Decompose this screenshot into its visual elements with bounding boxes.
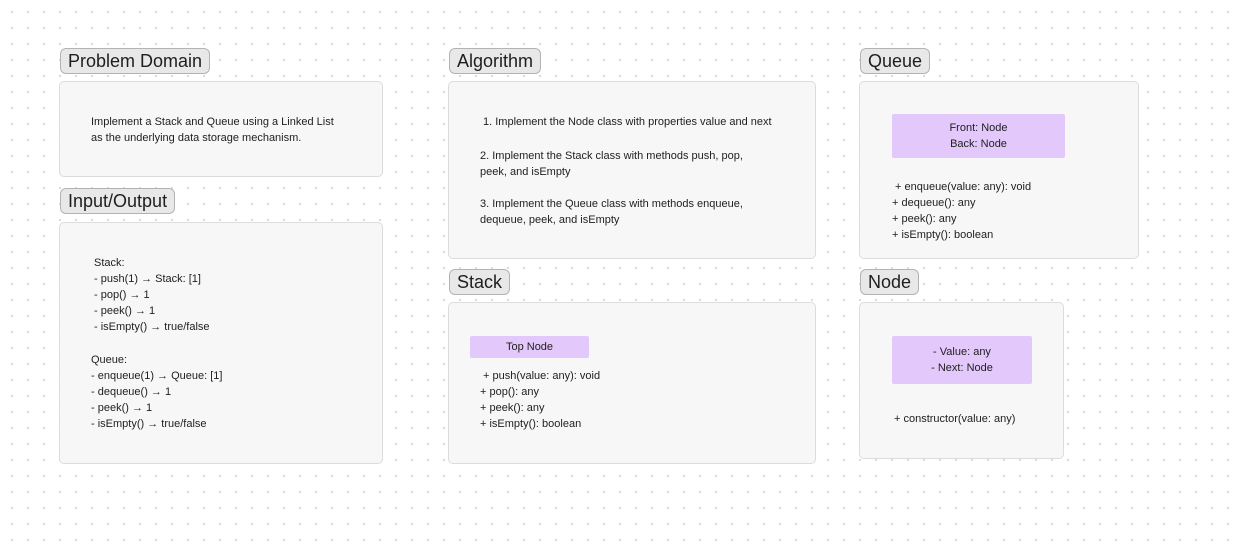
node-card: - Value: any - Next: Node + constructor(… <box>859 302 1064 459</box>
stack-top-node-field: Top Node <box>470 336 589 358</box>
problem-domain-line-2: as the underlying data storage mechanism… <box>91 132 302 144</box>
io-queue-line-5: - isEmpty() → true/false <box>91 418 207 430</box>
queue-method-peek: + peek(): any <box>892 213 957 225</box>
io-queue-line-2: - enqueue(1) → Queue: [1] <box>91 370 223 382</box>
io-stack-line-2: - push(1) → Stack: [1] <box>94 273 201 285</box>
queue-card: Front: Node Back: Node + enqueue(value: … <box>859 81 1139 259</box>
node-method-constructor: + constructor(value: any) <box>894 413 1016 425</box>
io-queue-line-3: - dequeue() → 1 <box>91 386 172 398</box>
io-queue-line-4: - peek() → 1 <box>91 402 153 414</box>
node-field-next: - Next: Node <box>931 362 993 374</box>
stack-method-peek: + peek(): any <box>480 402 545 414</box>
algorithm-step-1: 1. Implement the Node class with propert… <box>483 116 772 128</box>
stack-top-node-label: Top Node <box>505 341 554 353</box>
input-output-card: Stack: - push(1) → Stack: [1] - pop() → … <box>59 222 383 464</box>
node-field-value: - Value: any <box>933 346 991 358</box>
algorithm-step-2-line-1: 2. Implement the Stack class with method… <box>480 150 743 162</box>
queue-field-front: Front: Node <box>949 122 1008 134</box>
algorithm-step-3-line-2: dequeue, peek, and isEmpty <box>480 214 620 226</box>
algorithm-card: 1. Implement the Node class with propert… <box>448 81 816 259</box>
io-stack-line-1: Stack: <box>94 257 125 269</box>
stack-card: Top Node + push(value: any): void + pop(… <box>448 302 816 464</box>
problem-domain-card: Implement a Stack and Queue using a Link… <box>59 81 383 177</box>
io-stack-line-5: - isEmpty() → true/false <box>94 321 210 333</box>
algorithm-step-2-line-2: peek, and isEmpty <box>480 166 571 178</box>
stack-method-pop: + pop(): any <box>480 386 540 398</box>
queue-field-back: Back: Node <box>950 138 1007 150</box>
node-title: Node <box>860 269 920 295</box>
algorithm-title: Algorithm <box>449 48 542 74</box>
queue-title: Queue <box>860 48 931 74</box>
problem-domain-title: Problem Domain <box>60 48 211 74</box>
queue-method-dequeue: + dequeue(): any <box>892 197 976 209</box>
stack-method-push: + push(value: any): void <box>483 370 601 382</box>
queue-method-enqueue: + enqueue(value: any): void <box>895 181 1032 193</box>
node-fields-box: - Value: any - Next: Node <box>892 336 1032 384</box>
queue-method-isempty: + isEmpty(): boolean <box>892 229 994 241</box>
io-queue-line-1: Queue: <box>91 354 128 366</box>
problem-domain-line-1: Implement a Stack and Queue using a Link… <box>91 116 334 128</box>
stack-method-isempty: + isEmpty(): boolean <box>480 418 582 430</box>
input-output-title: Input/Output <box>60 188 176 214</box>
algorithm-step-3-line-1: 3. Implement the Queue class with method… <box>480 198 743 210</box>
io-stack-line-4: - peek() → 1 <box>94 305 156 317</box>
queue-fields-box: Front: Node Back: Node <box>892 114 1065 158</box>
io-stack-line-3: - pop() → 1 <box>94 289 150 301</box>
stack-title: Stack <box>449 269 511 295</box>
